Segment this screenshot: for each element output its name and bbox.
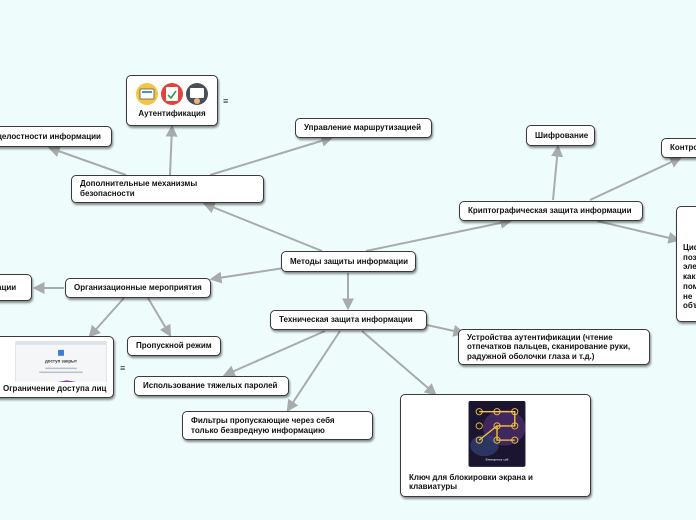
- node-ustroystva[interactable]: Устройства аутентификации (чтение отпеча…: [458, 329, 650, 365]
- node-tehnicheskaya[interactable]: Техническая защита информации: [270, 310, 427, 330]
- node-organizacionnye[interactable]: Организационные мероприятия: [65, 278, 211, 298]
- edge-root-kripto: [365, 217, 513, 252]
- root-node[interactable]: Методы защиты информации: [281, 251, 416, 272]
- node-ustroystva-label: Устройства аутентификации (чтение отпеча…: [467, 332, 631, 361]
- node-autentifikaciya-label: Аутентификация: [138, 109, 206, 118]
- node-tehnicheskaya-label: Техническая защита информации: [279, 315, 413, 325]
- node-filtry-label: Фильтры пропускающие через себя только б…: [191, 415, 335, 435]
- access-screenshot-image: доступ закрыт: [15, 341, 107, 383]
- edge-kripto-cifr: [596, 220, 681, 244]
- node-left-cut[interactable]: ации: [0, 274, 32, 301]
- node-klyuch-blokirovki[interactable]: Emergency call Ключ для блокировки экран…: [400, 394, 591, 497]
- phone-emergency-label: Emergency call: [486, 458, 509, 462]
- node-left-cut-label: ации: [0, 282, 17, 292]
- node-dop-mehanizmy[interactable]: Дополнительные механизмы безопасности: [71, 175, 264, 203]
- node-kontrol-label: Контро: [670, 143, 696, 153]
- edge-dop-auth: [165, 124, 178, 176]
- node-kontrol[interactable]: Контро: [661, 138, 696, 158]
- edge-tech-filtry: [286, 330, 341, 413]
- node-klyuch-blokirovki-label: Ключ для блокировки экрана и клавиатуры: [409, 472, 533, 492]
- node-propusknoy-rezhim[interactable]: Пропускной режим: [127, 336, 221, 356]
- node-dop-mehanizmy-label: Дополнительные механизмы безопасности: [80, 179, 198, 198]
- edge-dop-celost: [47, 145, 127, 176]
- pattern-lock-image: Emergency call: [468, 401, 526, 467]
- node-paroli-label: Использование тяжелых паролей: [143, 381, 278, 391]
- node-kriptograficheskaya[interactable]: Криптографическая защита информации: [459, 201, 643, 221]
- note-icon[interactable]: ≡: [120, 363, 126, 373]
- node-propusknoy-rezhim-label: Пропускной режим: [136, 341, 212, 351]
- auth-icons-image: [136, 83, 208, 105]
- node-celostnosti[interactable]: целостности информации: [0, 126, 112, 147]
- edge-root-dop: [202, 202, 323, 252]
- root-label: Методы защиты информации: [290, 256, 409, 266]
- node-organizacionnye-label: Организационные мероприятия: [74, 283, 202, 293]
- edge-tech-ustr: [426, 324, 466, 337]
- node-shifrovanie[interactable]: Шифрование: [526, 125, 595, 146]
- edge-root-org: [209, 267, 285, 284]
- note-icon[interactable]: ≡: [223, 96, 229, 106]
- edge-org-dostup: [88, 297, 125, 338]
- edge-dop-marsh: [209, 135, 334, 176]
- node-paroli[interactable]: Использование тяжелых паролей: [134, 376, 289, 396]
- node-filtry[interactable]: Фильтры пропускающие через себя только б…: [182, 411, 373, 440]
- edge-kripto-shifr: [551, 144, 564, 201]
- edge-tech-kluch: [361, 330, 437, 396]
- edge-org-propusk: [147, 297, 172, 338]
- node-cifrovaya-label: Циф поз эле как пом не объ: [683, 242, 696, 311]
- edge-tech-paroli: [222, 330, 326, 377]
- node-ogranichenie-dostupa-label: Ограничение доступа лиц: [3, 384, 107, 394]
- screenshot-heading: доступ закрыт: [45, 359, 78, 364]
- node-ogranichenie-dostupa[interactable]: доступ закрыт Ограничение доступа лиц: [0, 336, 114, 398]
- node-marshrutizaciya[interactable]: Управление маршрутизацией: [295, 118, 432, 138]
- node-marshrutizaciya-label: Управление маршрутизацией: [304, 123, 422, 133]
- node-cifrovaya[interactable]: Циф поз эле как пом не объ: [676, 206, 696, 322]
- edge-kripto-kontr: [589, 156, 683, 201]
- node-celostnosti-label: целостности информации: [0, 131, 101, 141]
- node-autentifikaciya[interactable]: Аутентификация: [126, 75, 218, 126]
- node-kriptograficheskaya-label: Криптографическая защита информации: [468, 206, 632, 216]
- node-shifrovanie-label: Шифрование: [535, 130, 589, 140]
